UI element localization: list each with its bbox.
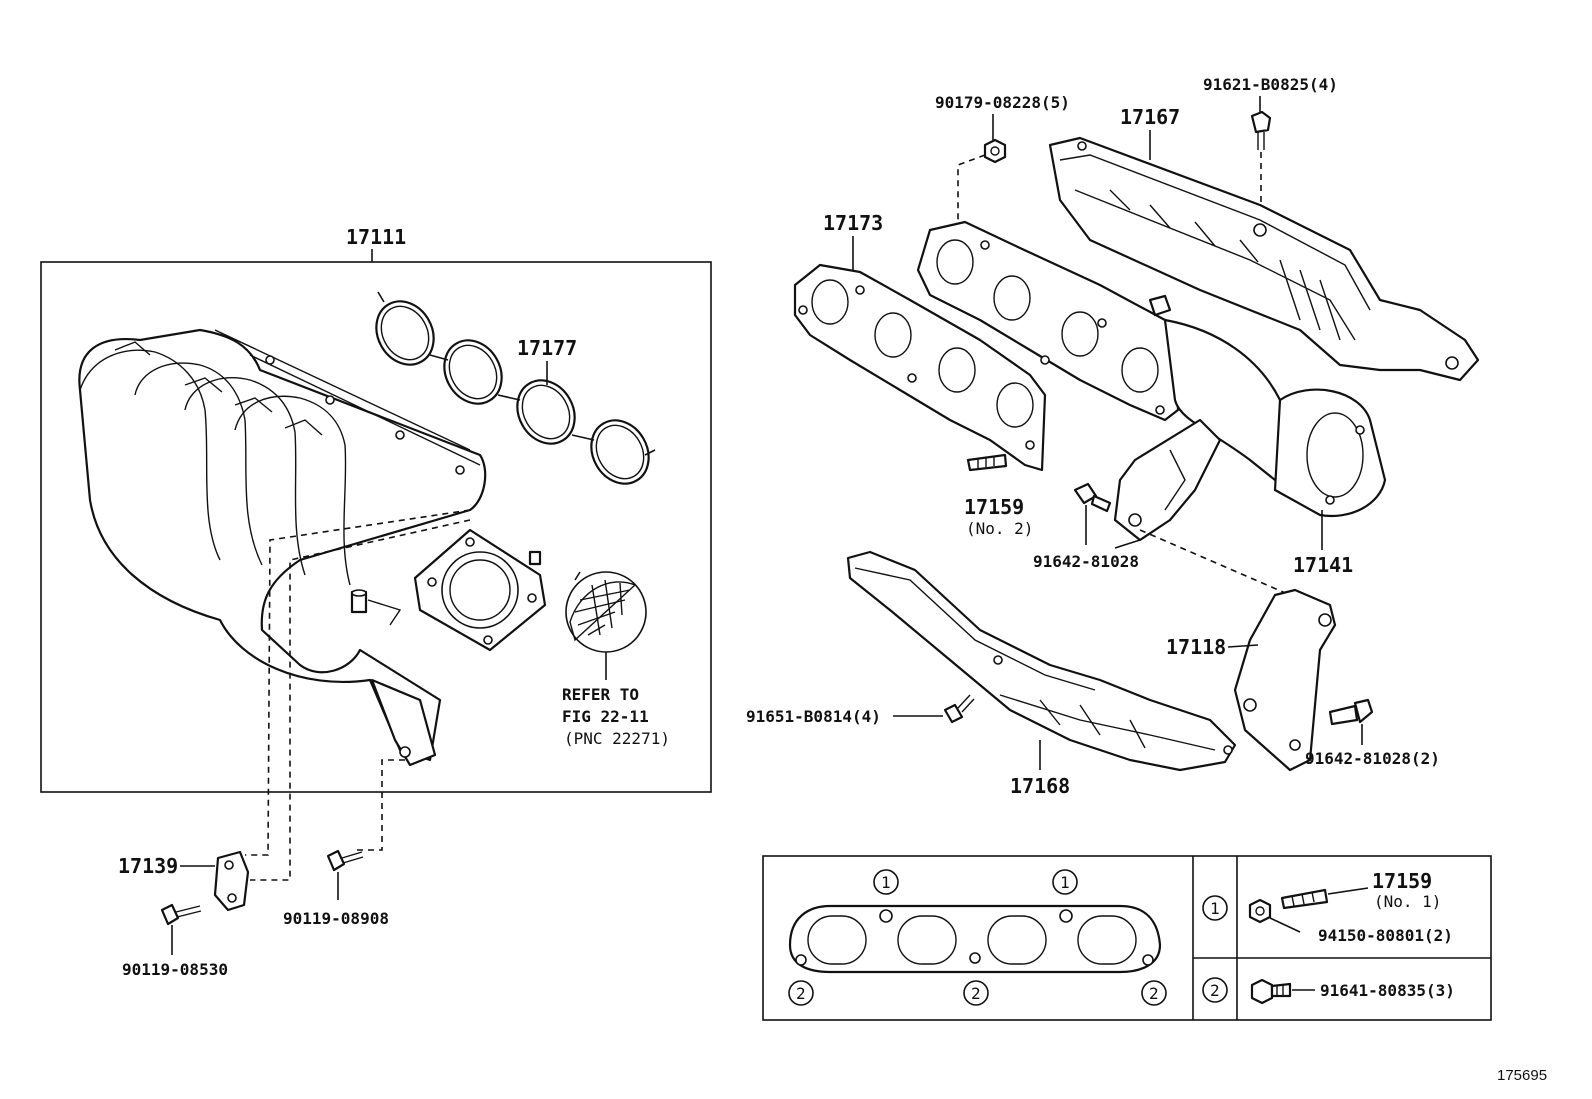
nut-90179-08228 — [983, 138, 1007, 164]
legend-label-17159: 17159 — [1372, 869, 1432, 893]
label-17168: 17168 — [1010, 774, 1070, 798]
label-91642-81028-x2: 91642-81028(2) — [1305, 749, 1440, 768]
label-17177: 17177 — [517, 336, 577, 360]
svg-text:1: 1 — [1210, 899, 1220, 918]
marker-2-right: 2 — [1141, 980, 1167, 1006]
stud-17159-no2 — [966, 453, 1008, 472]
bracket-17118 — [1233, 588, 1337, 772]
marker-2-left: 2 — [788, 980, 814, 1006]
bolt-90119-08530 — [160, 903, 202, 955]
svg-text:2: 2 — [1149, 984, 1159, 1003]
dash-guide-nut — [957, 154, 986, 225]
label-17141: 17141 — [1293, 553, 1353, 577]
heat-insulator-17168 — [846, 550, 1237, 772]
bolt-91642-81028 — [1073, 482, 1112, 545]
bracket-17139 — [213, 850, 250, 912]
label-90119-08908: 90119-08908 — [283, 909, 389, 928]
label-17139: 17139 — [118, 854, 178, 878]
svg-text:2: 2 — [971, 984, 981, 1003]
bolt-91651-b0814 — [943, 694, 975, 724]
bolt-91621-b0825 — [1250, 110, 1272, 134]
refer-filter-circle — [565, 571, 647, 680]
legend-label-17159-sub: (No. 1) — [1374, 892, 1441, 911]
label-17167: 17167 — [1120, 105, 1180, 129]
dash-guide-17118 — [1139, 529, 1291, 596]
legend-bolt-91641-80835 — [1250, 978, 1315, 1005]
bolt-91642-81028-x2 — [1328, 698, 1374, 745]
label-91642-81028: 91642-81028 — [1033, 552, 1139, 571]
marker-1-right: 1 — [1052, 869, 1078, 895]
dash-guide-90119-08908 — [355, 759, 405, 851]
legend-label-91641-80835: 91641-80835(3) — [1320, 981, 1455, 1000]
svg-text:1: 1 — [1060, 873, 1070, 892]
label-91651-b0814: 91651-B0814(4) — [746, 707, 881, 726]
bolt-90119-08908 — [326, 849, 364, 900]
assembly-box-17111 — [40, 261, 712, 793]
legend-row2-marker: 2 — [1202, 977, 1228, 1003]
exhaust-manifold — [916, 220, 1387, 518]
stay-17141 — [1113, 418, 1222, 542]
dash-guide-17139-top — [245, 509, 471, 856]
legend-row1-marker: 1 — [1202, 895, 1228, 921]
svg-text:2: 2 — [1210, 981, 1220, 1000]
intake-manifold — [78, 328, 547, 767]
gasket-17177 — [375, 291, 656, 485]
exhaust-gasket-17173 — [793, 263, 1047, 472]
label-91621-b0825: 91621-B0825(4) — [1203, 75, 1338, 94]
svg-text:2: 2 — [796, 984, 806, 1003]
figure-id: 175695 — [1497, 1067, 1547, 1084]
legend-nut-94150-80801 — [1248, 898, 1301, 933]
label-90119-08530: 90119-08530 — [122, 960, 228, 979]
label-17159-no2-sub: (No. 2) — [966, 519, 1033, 538]
label-17118: 17118 — [1166, 635, 1226, 659]
label-90179-08228: 90179-08228(5) — [935, 93, 1070, 112]
exhaust-group: 90179-08228(5) 91621-B0825(4) 17167 1717… — [746, 75, 1480, 798]
refer-line-1: REFER TO — [562, 685, 639, 704]
legend-label-94150-80801: 94150-80801(2) — [1318, 926, 1453, 945]
heat-insulator-17167 — [1048, 136, 1480, 382]
svg-text:1: 1 — [881, 873, 891, 892]
label-17111: 17111 — [346, 225, 406, 249]
label-17159-no2: 17159 — [964, 495, 1024, 519]
dash-guide-17139-bottom — [250, 519, 471, 881]
marker-2-mid: 2 — [963, 980, 989, 1006]
legend-gasket — [788, 904, 1162, 974]
label-17173: 17173 — [823, 211, 883, 235]
legend-box: 1 1 2 2 2 1 2 17 — [762, 855, 1492, 1021]
marker-1-left: 1 — [873, 869, 899, 895]
refer-line-2: FIG 22-11 — [562, 707, 649, 726]
refer-line-3: (PNC 22271) — [564, 729, 670, 748]
legend-stud-17159-no1 — [1280, 887, 1369, 910]
intake-manifold-group: 17111 — [40, 225, 712, 881]
